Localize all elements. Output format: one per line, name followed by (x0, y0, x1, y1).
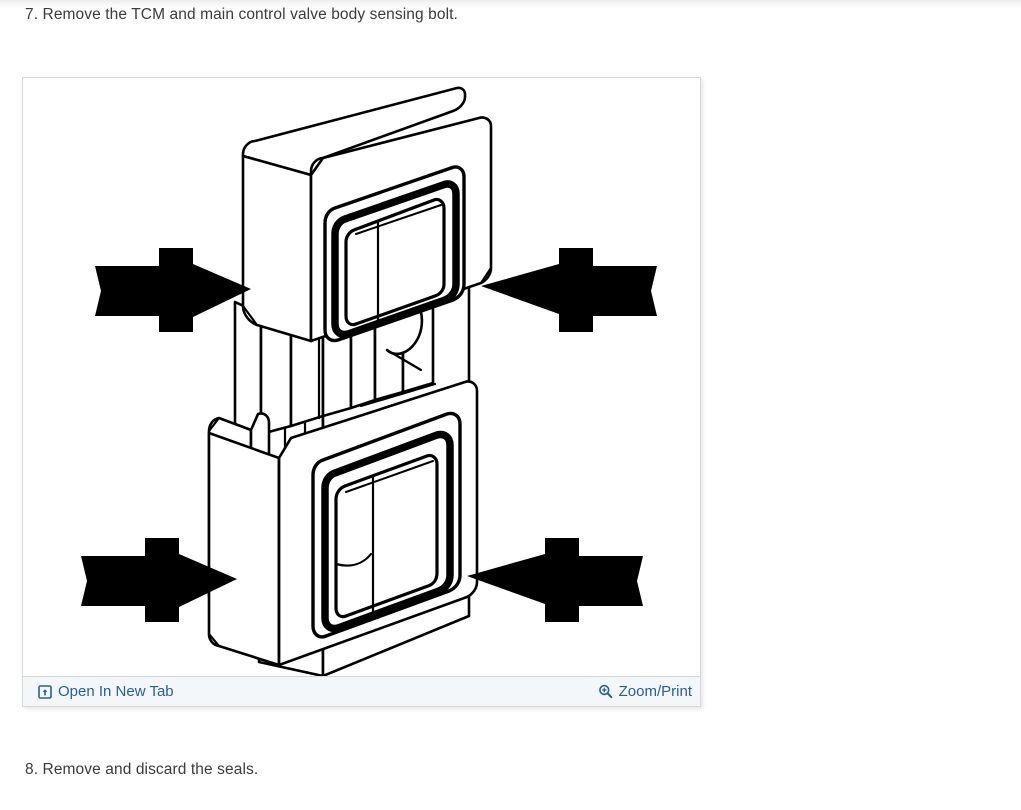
lower-seal (311, 411, 462, 639)
page-top-gradient (0, 0, 1021, 9)
arrow-upper-right (481, 248, 657, 332)
upper-seal (323, 165, 466, 343)
illustration-group (81, 86, 657, 677)
arrow-lower-left (81, 538, 237, 622)
figure-toolbar: Open In New Tab Zoom/Print (23, 676, 700, 706)
zoom-print-label: Zoom/Print (618, 683, 692, 700)
open-in-new-tab-button[interactable]: Open In New Tab (37, 684, 174, 699)
arrow-upper-left (95, 248, 251, 332)
figure-illustration (23, 78, 700, 677)
zoom-print-button[interactable]: Zoom/Print (598, 684, 692, 699)
step-7-text: 7. Remove the TCM and main control valve… (25, 6, 458, 23)
open-in-new-tab-icon (37, 684, 52, 699)
figure-card: Open In New Tab Zoom/Print (22, 77, 701, 707)
open-in-new-tab-label: Open In New Tab (58, 683, 174, 700)
step-8-text: 8. Remove and discard the seals. (25, 761, 259, 778)
arrow-lower-right (467, 538, 643, 622)
magnifier-plus-icon (598, 684, 613, 699)
